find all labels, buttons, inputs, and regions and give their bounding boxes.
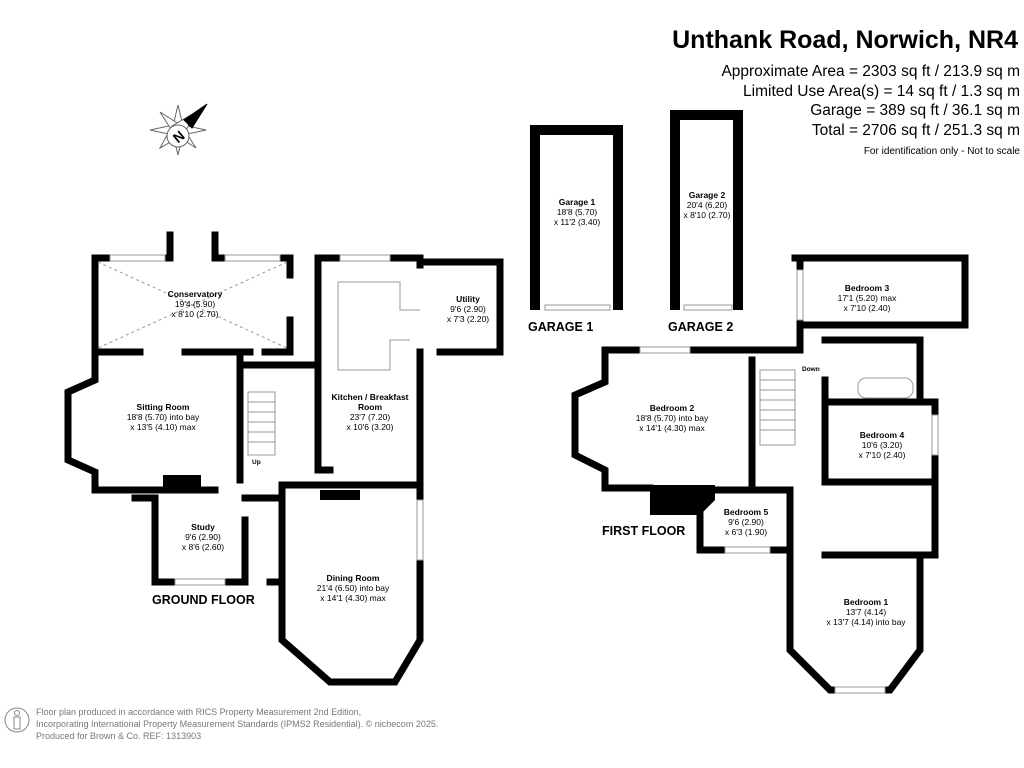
footer-disclaimer: Floor plan produced in accordance with R… [36,707,439,741]
scale-note: For identification only - Not to scale [863,146,1020,157]
stairs-down-label: Down [802,366,820,373]
first-floor-walls [571,254,969,694]
area-approximate: Approximate Area = 2303 sq ft / 213.9 sq… [721,63,1020,80]
compass-icon [149,103,208,156]
ground-floor-label: GROUND FLOOR [152,593,255,607]
first-floor-label: FIRST FLOOR [602,524,686,538]
garage-walls [530,110,743,310]
ground-floor-details [97,254,424,586]
garage-2-label: GARAGE 2 [668,320,734,334]
ground-floor-walls [64,231,504,686]
area-total: Total = 2706 sq ft / 251.3 sq m [811,121,1020,139]
stairs-up-label: Up [252,459,261,466]
area-garage: Garage = 389 sq ft / 36.1 sq m [810,102,1020,119]
person-icon [4,707,30,733]
garage-doors [544,304,733,311]
first-floor-details [639,269,939,694]
area-limited-use: Limited Use Area(s) = 14 sq ft / 1.3 sq … [743,82,1020,100]
garage-1-label: GARAGE 1 [528,320,594,334]
property-title: Unthank Road, Norwich, NR4 [672,26,1018,54]
area-summary: Approximate Area = 2303 sq ft / 213.9 sq… [721,62,1020,162]
